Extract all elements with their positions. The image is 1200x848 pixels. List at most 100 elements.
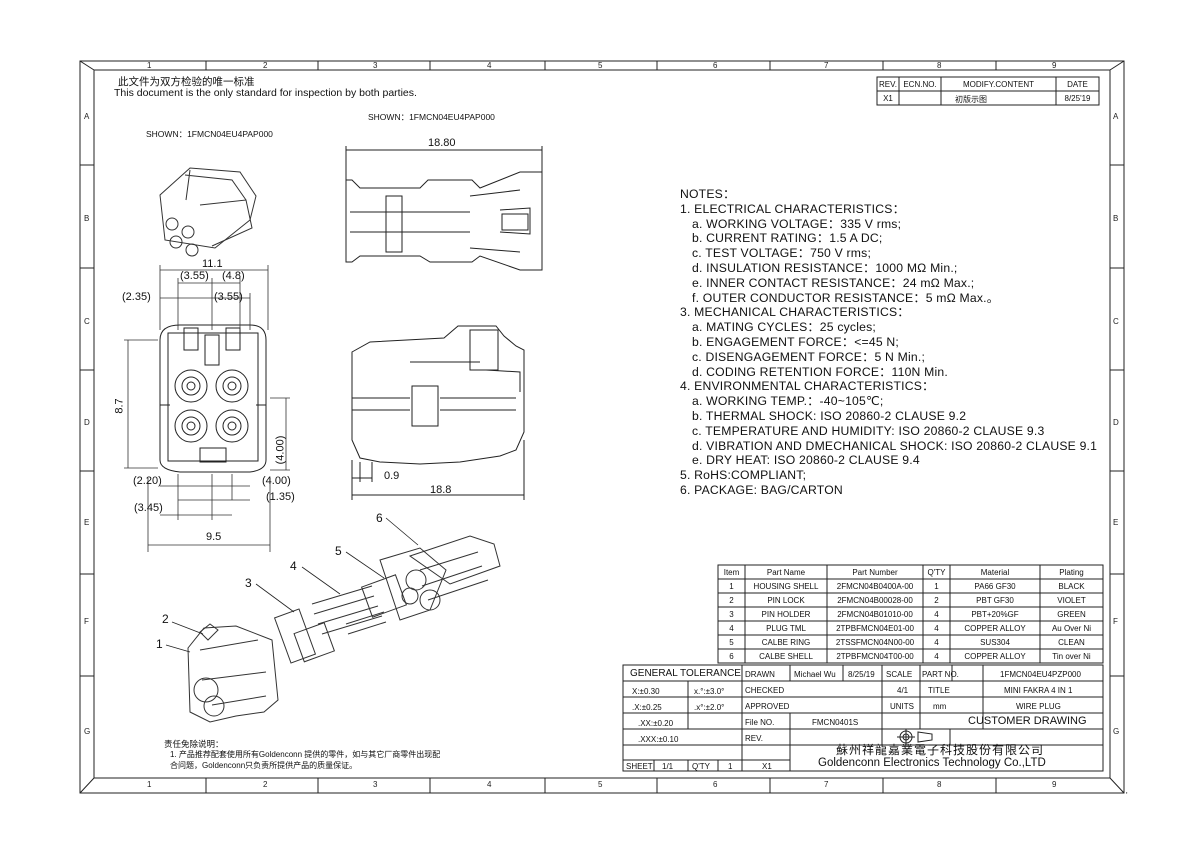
shown-label-left: SHOWN：1FMCN04EU4PAP000 [146,129,273,139]
balloon-5: 5 [335,544,342,558]
note-line-16: c. TEMPERATURE AND HUMIDITY: ISO 20860-2… [692,423,1045,438]
bom-cell-qty: 4 [934,638,939,647]
bom-cell-part-name: PIN HOLDER [761,610,811,619]
bom-cell-item: 6 [729,652,734,661]
company-name-cn: 蘇州祥龍嘉業電子科技股份有限公司 [836,743,1045,757]
drawn-label: DRAWN [745,670,775,679]
title-value-1: MINI FAKRA 4 IN 1 [1004,686,1073,695]
bom-cell-material: PBT GF30 [976,596,1014,605]
bom-header-part-number: Part Number [852,568,898,577]
units-label: UNITS [890,702,914,711]
bom-cell-material: SUS304 [980,638,1010,647]
exploded-view [187,535,501,723]
bom-cell-part-name: CALBE RING [761,638,811,647]
dim-87: 8.7 [113,398,126,414]
ruler-row-f-right: F [1113,617,1118,626]
bom-cell-plating: BLACK [1058,582,1085,591]
general-tolerance: GENERAL TOLERANCE [630,668,741,679]
bom-cell-part-name: PIN LOCK [767,596,805,605]
note-line-8: 3. MECHANICAL CHARACTERISTICS： [680,305,910,320]
bom-cell-plating: GREEN [1057,610,1086,619]
bom-table-lines [717,564,1104,664]
ruler-col-1-bottom: 1 [147,780,152,789]
bom-cell-item: 1 [729,582,734,591]
partno-value: 1FMCN04EU4PZP000 [1000,670,1081,679]
ruler-col-3-bottom: 3 [373,780,378,789]
outer-border [79,60,1125,794]
note-line-7: f. OUTER CONDUCTOR RESISTANCE：5 mΩ Max.。 [692,290,1000,305]
fileno-value: FMCN0401S [812,718,859,727]
rev-row-modify: 初版示图 [955,95,987,104]
title-label: TITLE [928,686,950,695]
ruler-row-d-right: D [1113,418,1119,427]
ruler-row-c: C [84,317,90,326]
note-line-1: 1. ELECTRICAL CHARACTERISTICS： [680,201,905,216]
ruler-col-4-bottom: 4 [487,780,492,789]
note-line-14: a. WORKING TEMP.：-40~105℃; [692,394,884,409]
ruler-row-e: E [84,518,90,527]
bom-cell-material: COPPER ALLOY [964,652,1026,661]
company-name-en: Goldenconn Electronics Technology Co.,LT… [818,757,1046,769]
drawn-by: Michael Wu [794,670,836,679]
note-line-2: a. WORKING VOLTAGE：335 V rms; [692,216,902,231]
bom-cell-plating: VIOLET [1057,596,1086,605]
ruler-row-g: G [84,727,91,736]
front-view [159,324,267,473]
ruler-row-e-right: E [1113,518,1119,527]
bom-cell-material: PA66 GF30 [974,582,1016,591]
bom-cell-material: COPPER ALLOY [964,624,1026,633]
dim-135: (1.35) [266,491,295,503]
ruler-row-c-right: C [1113,317,1119,326]
dim-355-b: (3.55) [214,291,243,303]
bom-cell-material: PBT+20%GF [971,610,1019,619]
ruler-col-5: 5 [598,61,603,70]
note-line-6: e. INNER CONTACT RESISTANCE：24 mΩ Max.; [692,275,975,290]
ruler-row-a-right: A [1113,112,1119,121]
approved-label: APPROVED [745,702,790,711]
top-view [345,146,543,271]
note-line-17: d. VIBRATION AND DMECHANICAL SHOCK: ISO … [692,438,1098,453]
note-line-9: a. MATING CYCLES：25 cycles; [692,320,876,335]
doc-statement-cn: 此文件为双方检验的唯一标准 [118,76,255,88]
note-line-4: c. TEST VOLTAGE：750 V rms; [692,246,872,261]
partno-label: PART NO. [922,670,959,679]
dim-09: 0.9 [384,470,400,482]
balloon-3: 3 [245,576,252,590]
note-line-12: d. CODING RETENTION FORCE：110N Min. [692,364,948,379]
dim-345: (3.45) [134,502,163,514]
bom-cell-item: 3 [729,610,734,619]
fileno-label: File NO. [745,718,775,727]
title-block-lines [622,664,1104,772]
inner-border [93,69,1111,779]
qty-value: 1 [728,762,733,771]
dim-top-width: 18.80 [428,137,456,149]
sheet-label: SHEET [626,762,653,771]
checked-label: CHECKED [745,686,785,695]
tol-ang2: .x°:±2.0° [694,703,725,712]
doc-statement-en: This document is the only standard for i… [114,87,417,99]
bom-cell-qty: 4 [934,652,939,661]
balloon-6: 6 [376,511,383,525]
balloon-leaders [165,517,419,653]
bom-header-plating: Plating [1059,568,1084,577]
tol-ang1: x.°:±3.0° [694,687,725,696]
shown-label-top: SHOWN：1FMCN04EU4PAP000 [368,112,495,122]
bom-cell-item: 5 [729,638,734,647]
note-line-3: b. CURRENT RATING：1.5 A DC; [692,231,883,246]
ruler-row-a: A [84,112,90,121]
rev-label: REV. [745,734,763,743]
sheet-value: 1/1 [662,762,674,771]
ruler-col-2: 2 [263,61,268,70]
rev-row-date: 8/25'19 [1064,94,1091,103]
rev-value: X1 [762,762,772,771]
projection-symbol-icon [897,729,933,745]
bom-cell-item: 2 [729,596,734,605]
bom-cell-qty: 4 [934,624,939,633]
notes-title: NOTES： [680,187,736,201]
ruler-col-9: 9 [1052,61,1057,70]
corner-mark: ' [1126,791,1128,800]
note-line-10: b. ENGAGEMENT FORCE：<=45 N; [692,334,899,349]
bom-cell-qty: 4 [934,610,939,619]
disclaimer-line-2: 合问题，Goldenconn只负责所提供产品的质量保证。 [170,761,358,770]
ruler-row-b: B [84,214,90,223]
